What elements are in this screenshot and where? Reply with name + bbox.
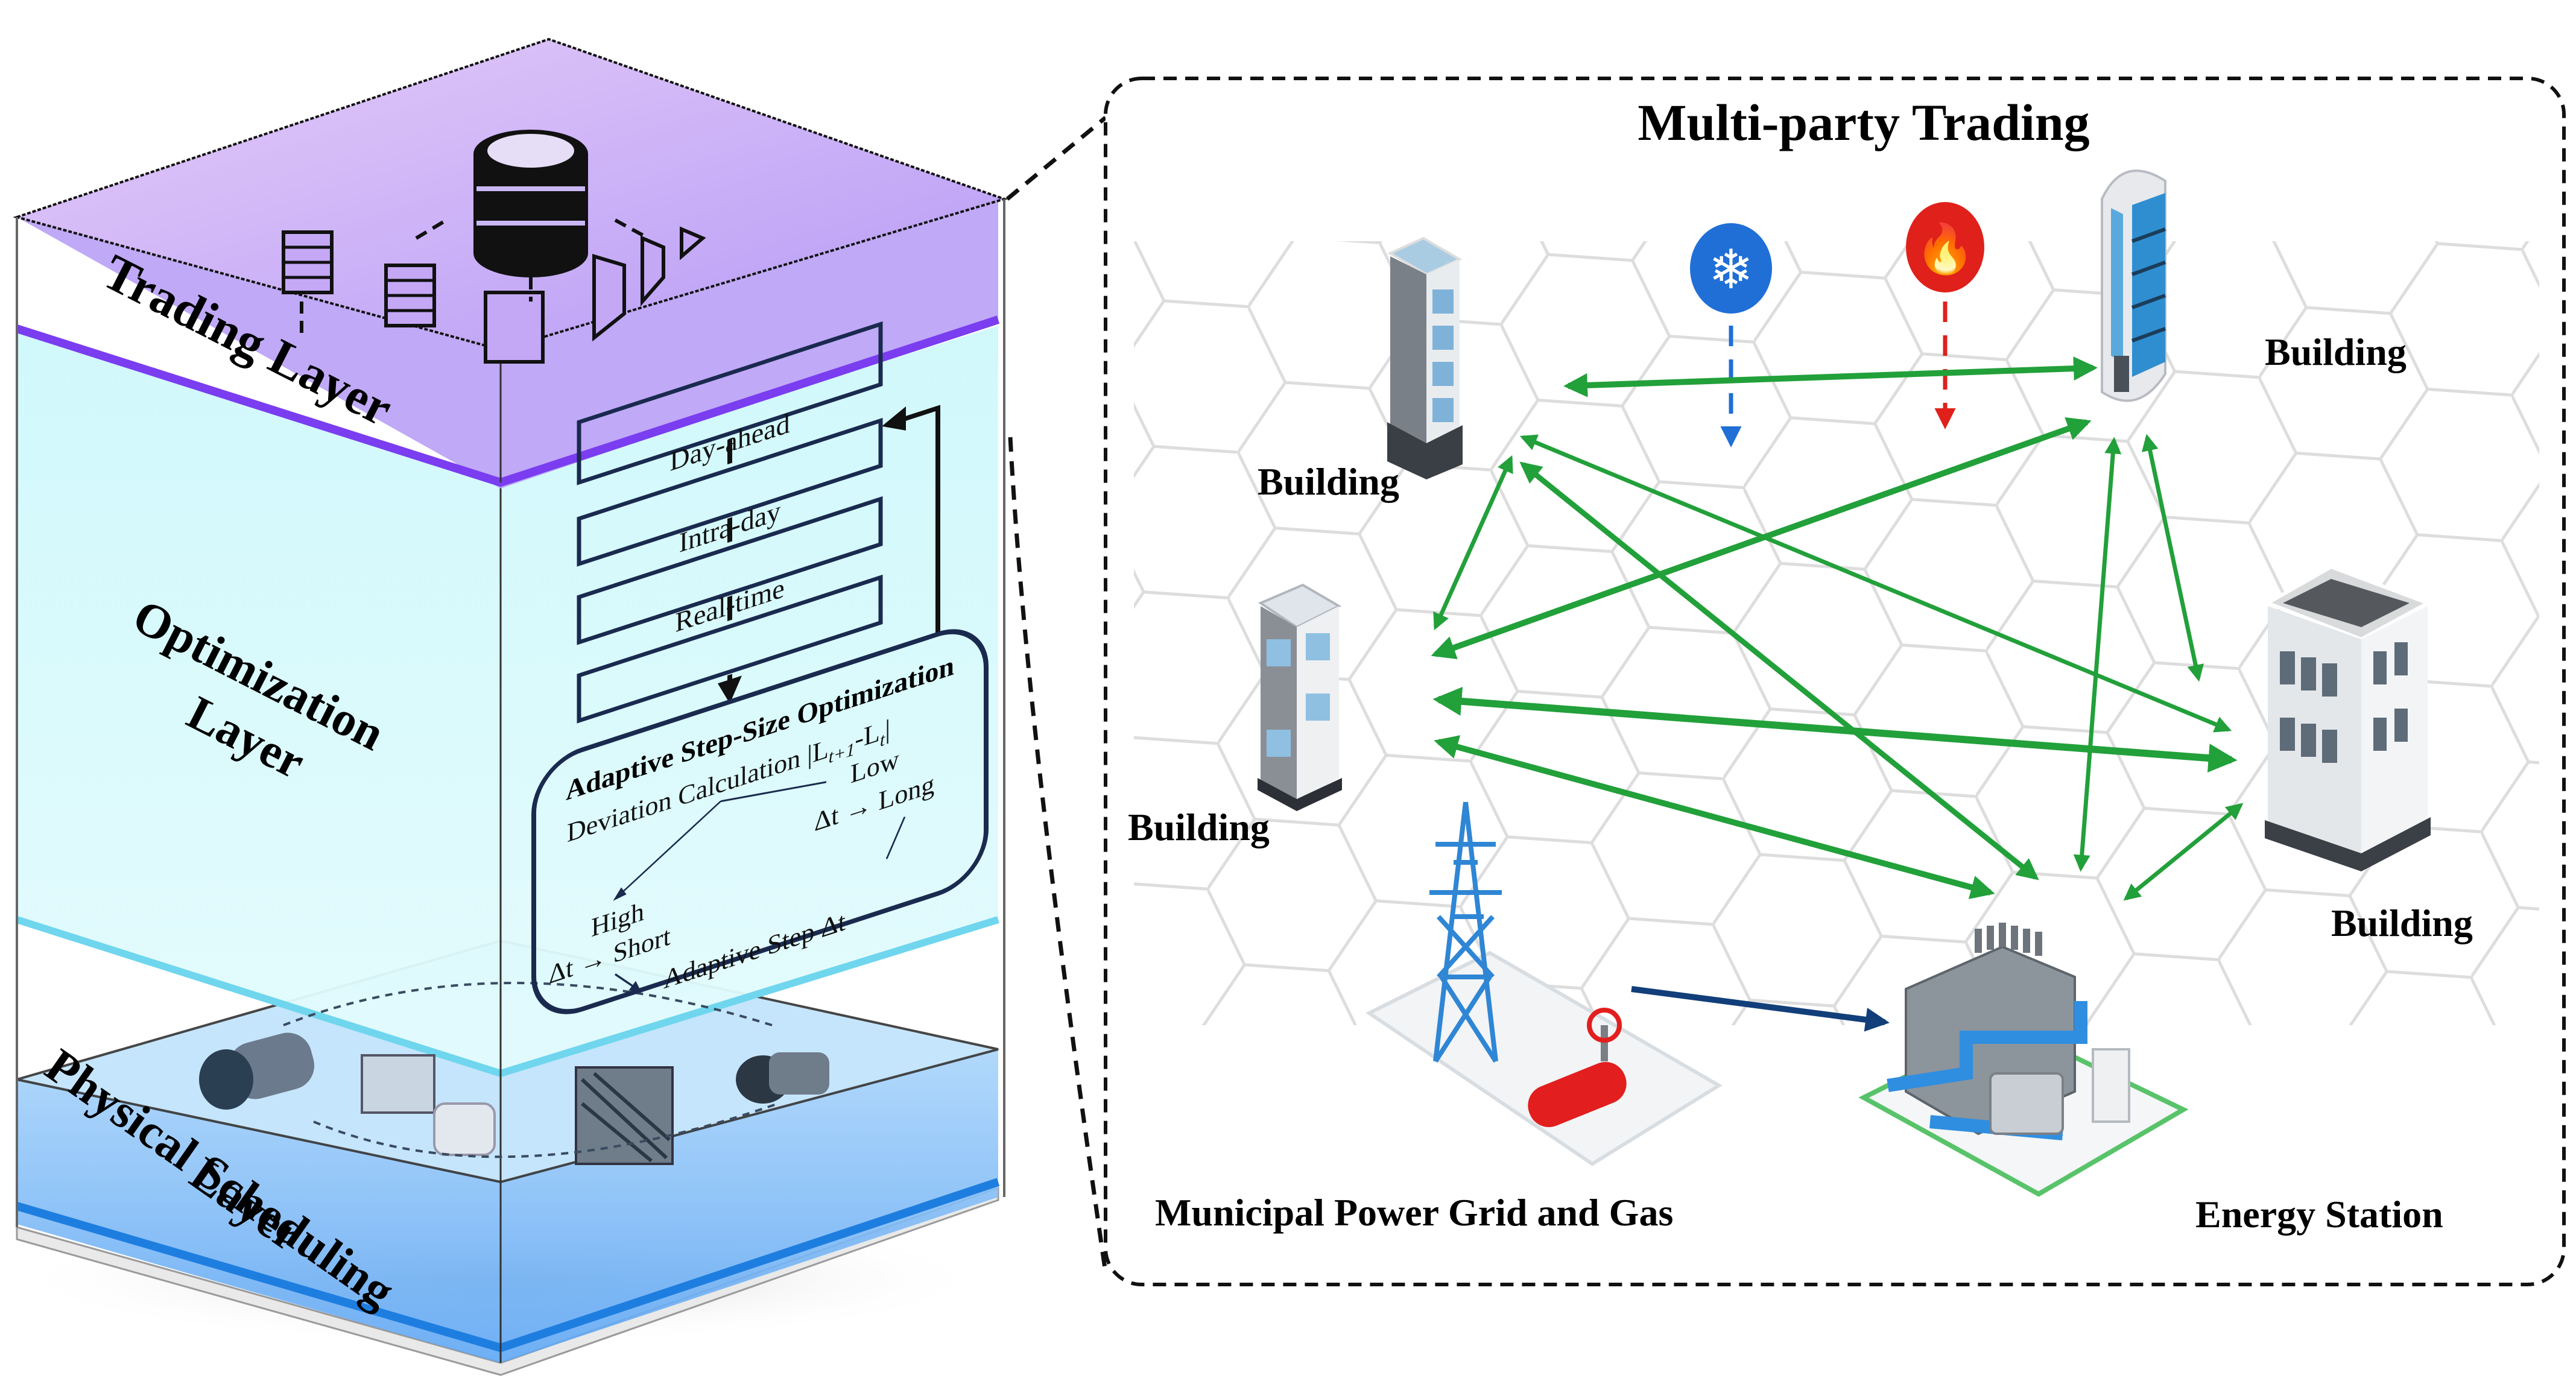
multi-party-trading-panel: Multi-party Trading ❄ 🔥 Building [1104, 77, 2566, 1286]
result-arrows [614, 817, 906, 999]
trade-arrow-b4-station [2123, 803, 2244, 901]
flag-icon [592, 253, 626, 342]
heat-exchanger-icon [575, 1066, 674, 1165]
grid-and-gas-node [1366, 801, 1723, 1166]
building-b4-label: Building [2331, 902, 2473, 944]
deviation-branch-arrows [615, 781, 827, 899]
trade-arrow-b2-station [2073, 437, 2122, 872]
building-b4 [2264, 564, 2432, 871]
panel-title: Multi-party Trading [1638, 93, 2089, 151]
cooling-signal: ❄ [1690, 223, 1772, 447]
building-b2 [2101, 169, 2166, 402]
snowflake-icon: ❄ [1708, 238, 1753, 302]
flow-box-real-time [577, 496, 883, 645]
trading-icons [282, 130, 706, 364]
server-icon [282, 230, 334, 294]
trade-arrow-b2-b4 [2141, 434, 2204, 682]
trade-arrow-b3-b4 [1432, 686, 2238, 773]
station-label: Energy Station [2195, 1193, 2443, 1236]
trade-arrow-b2-b3 [1431, 417, 2092, 660]
zoom-connector-lines [1005, 116, 1108, 1273]
grid-label: Municipal Power Grid and Gas [1155, 1191, 1673, 1234]
optimization-layer [16, 326, 999, 1182]
building-b3-label: Building [1128, 806, 1270, 848]
trade-arrows [1431, 356, 2244, 1032]
server-icon [384, 264, 436, 327]
trade-arrow-b1-b2 [1563, 356, 2098, 397]
building-b2-label: Building [2265, 330, 2407, 373]
flame-icon: 🔥 [1915, 221, 1975, 277]
heating-signal: 🔥 [1906, 202, 1984, 429]
feedback-arrow [882, 405, 940, 635]
energy-station-node [1858, 923, 2189, 1197]
layered-cube: Day-ahead Intra-day Real-time Adaptive S… [6, 37, 1008, 1376]
pump-icon [736, 1052, 829, 1104]
machine-icon [361, 1054, 435, 1114]
flow-box-day-ahead [577, 321, 883, 485]
flag-icon [680, 226, 706, 261]
tank-icon [433, 1102, 496, 1156]
building-b1 [1387, 236, 1463, 479]
building-b3 [1258, 583, 1342, 811]
physical-icons [199, 982, 829, 1165]
database-icon [473, 130, 588, 277]
flow-box-intra-day [577, 417, 883, 567]
trade-arrow-b3-station [1434, 735, 1995, 899]
grid-platform [1366, 950, 1723, 1166]
turbine-icon [199, 1032, 315, 1110]
trade-arrow-grid-station [1631, 986, 1890, 1032]
flag-icon [641, 235, 665, 306]
building-b1-label: Building [1258, 460, 1399, 503]
power-tower-icon [1429, 801, 1502, 1063]
gas-pipe-icon [1528, 1008, 1627, 1128]
box-icon [484, 291, 545, 364]
adaptive-box [531, 629, 989, 1014]
flow-box-adaptive-entry [577, 574, 883, 724]
